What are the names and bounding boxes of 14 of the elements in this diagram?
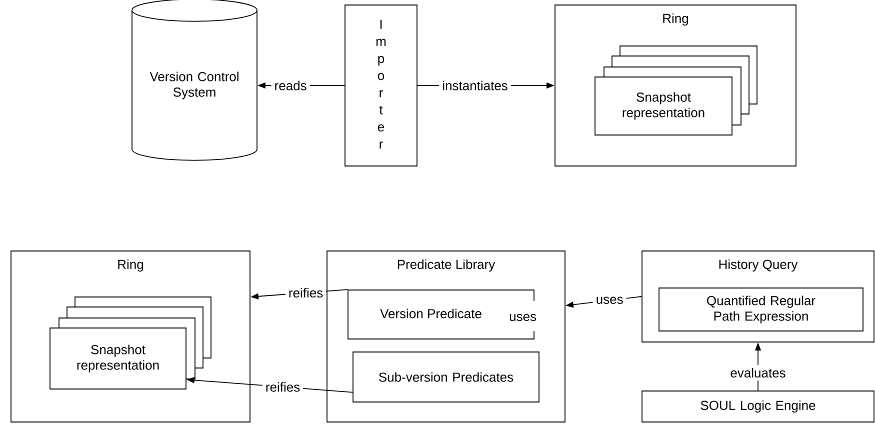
snapshot-box: Snapshot representation bbox=[594, 76, 732, 136]
cylinder-node: Version Control System bbox=[132, 0, 258, 161]
process-box: Quantified Regular Path Expression bbox=[658, 288, 864, 332]
predicate-box: Version Predicate uses bbox=[348, 290, 536, 340]
process-box: SOUL Logic Engine bbox=[642, 390, 874, 422]
edge-label: uses bbox=[592, 294, 626, 307]
edge-label: reads bbox=[271, 78, 310, 94]
edge-label: instantiates bbox=[439, 78, 511, 94]
snapshot-box: Snapshot representation bbox=[50, 328, 186, 390]
vertical-box: Importer bbox=[344, 4, 418, 166]
edge-label: reifies bbox=[285, 284, 326, 301]
edge-label: evaluates bbox=[727, 364, 789, 381]
process-box: Sub-version Predicates bbox=[352, 352, 540, 402]
edge-label: reifies bbox=[262, 379, 304, 395]
